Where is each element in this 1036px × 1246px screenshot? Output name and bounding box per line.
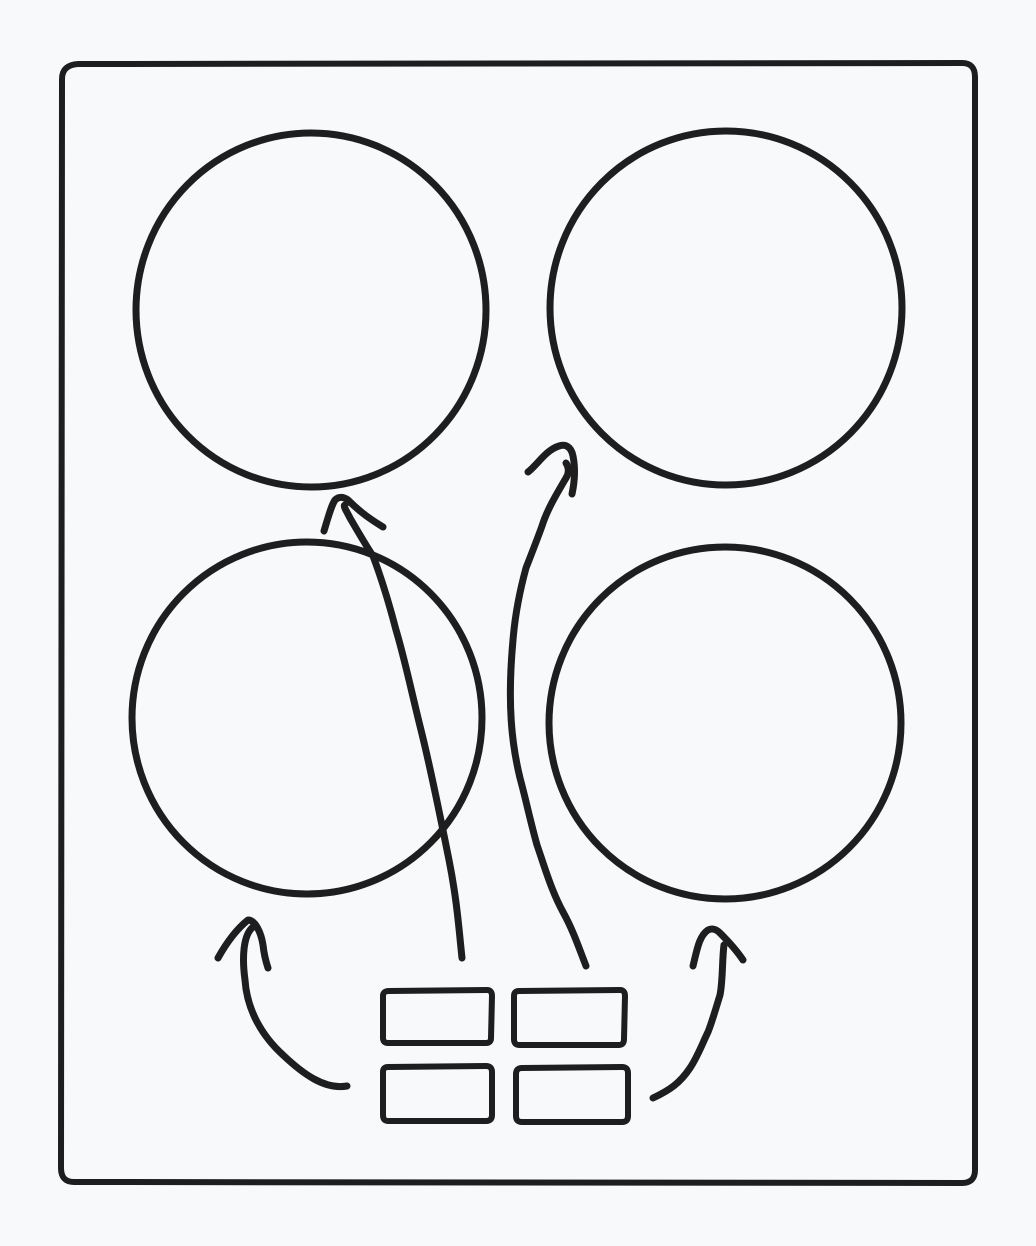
arrow-to-top-left-circle[interactable] — [340, 501, 466, 962]
arrow-to-bottom-left-circle[interactable] — [240, 923, 351, 1091]
arrowhead-top-right[interactable] — [524, 441, 578, 498]
circle-top-right[interactable] — [546, 127, 906, 489]
arrowhead-top-left[interactable] — [320, 493, 387, 535]
circle-top-left[interactable] — [132, 129, 490, 491]
outer-frame[interactable] — [58, 60, 978, 1186]
circle-bottom-left[interactable] — [128, 538, 486, 898]
circle-bottom-right[interactable] — [545, 543, 905, 903]
box-top-right[interactable] — [511, 987, 628, 1048]
arrow-to-top-right-circle[interactable] — [506, 459, 590, 970]
arrowhead-bottom-right[interactable] — [689, 925, 747, 970]
box-top-left[interactable] — [380, 987, 495, 1046]
box-bottom-right[interactable] — [513, 1064, 631, 1125]
arrowhead-bottom-left[interactable] — [214, 916, 272, 972]
box-bottom-left[interactable] — [380, 1063, 495, 1124]
arrow-to-bottom-right-circle[interactable] — [649, 941, 728, 1102]
